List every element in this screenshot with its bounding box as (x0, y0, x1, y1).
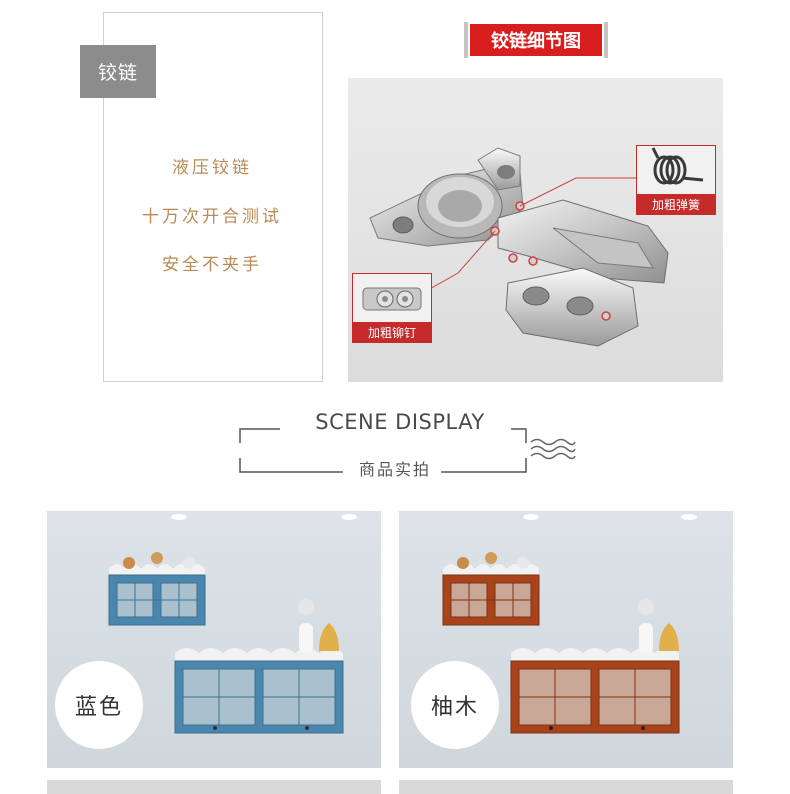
next-photo-right-edge (399, 780, 733, 794)
feature-hydraulic: 液压铰链 (172, 158, 252, 178)
scene-header-frame (239, 428, 527, 473)
hinge-illustration (369, 147, 669, 347)
wave-icon (530, 438, 576, 460)
cabinet-illustration-blue (108, 514, 357, 734)
rivet-icon (362, 287, 422, 311)
hinge-tag: 铰链 (80, 45, 156, 98)
color-badge-teak: 柚木 (411, 661, 499, 749)
feature-open-close-test: 十万次开合测试 (142, 207, 282, 227)
cabinet-illustration-teak (442, 514, 697, 734)
feature-anti-pinch: 安全不夹手 (162, 255, 262, 275)
spring-callout: 加粗弹簧 (636, 145, 716, 215)
product-photo-blue: 蓝色 (47, 511, 381, 768)
spring-icon (651, 147, 704, 185)
product-photo-teak: 柚木 (399, 511, 733, 768)
scene-display-subtitle: 商品实拍 (358, 460, 431, 479)
detail-title: 铰链细节图 (470, 24, 602, 56)
detail-title-banner: 铰链细节图 (464, 22, 608, 58)
scene-display-title: SCENE DISPLAY (315, 410, 485, 434)
next-photo-left-edge (47, 780, 381, 794)
rivet-callout-label: 加粗铆钉 (353, 322, 431, 342)
spring-callout-label: 加粗弹簧 (637, 194, 715, 214)
rivet-callout: 加粗铆钉 (352, 273, 432, 343)
hinge-detail-photo: 加粗弹簧 加粗铆钉 (348, 78, 723, 382)
color-badge-blue: 蓝色 (55, 661, 143, 749)
